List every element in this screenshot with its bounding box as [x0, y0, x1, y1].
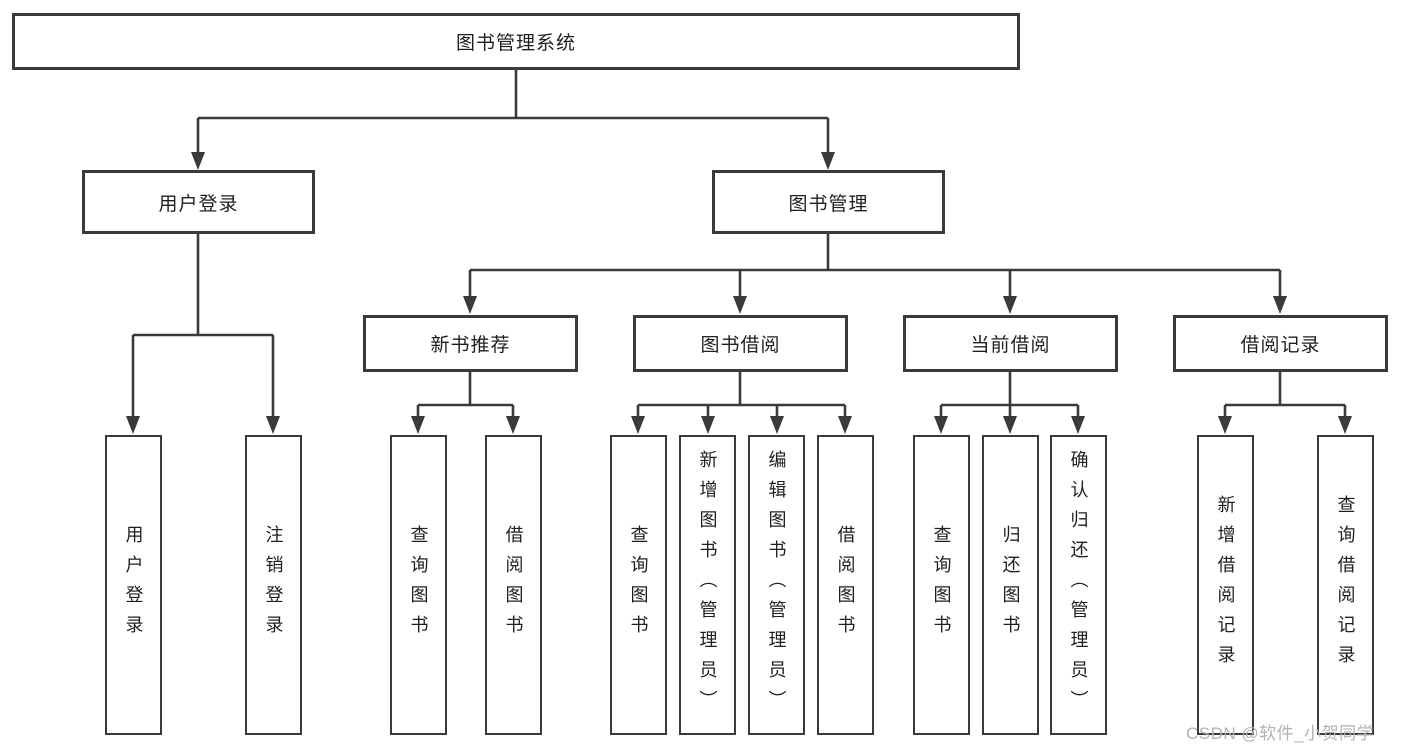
arrowhead — [266, 416, 280, 434]
connector-currentborrow-to-leaves — [939, 372, 1080, 417]
arrowhead — [463, 296, 477, 314]
arrowhead — [126, 416, 140, 434]
leaf-add-borrow-record: 新增借阅记录 — [1197, 435, 1254, 735]
connector-bookborrow-to-leaves — [636, 372, 847, 417]
node-label: 查询借阅记录 — [1335, 495, 1356, 675]
arrowhead — [411, 416, 425, 434]
leaf-user-login: 用户登录 — [105, 435, 162, 735]
arrowhead — [701, 416, 715, 434]
csdn-watermark: CSDN @软件_小贺同学 — [1186, 724, 1375, 743]
leaf-borrow-books-2: 借阅图书 — [817, 435, 874, 735]
node-label: 查询图书 — [931, 525, 952, 645]
node-label: 新书推荐 — [430, 335, 511, 356]
connector-userlogin-to-leaves — [131, 234, 275, 417]
leaf-confirm-return-admin: 确认归还（管理员） — [1050, 435, 1107, 735]
leaf-edit-books-admin: 编辑图书（管理员） — [748, 435, 805, 735]
node-label: 当前借阅 — [970, 335, 1051, 356]
node-label: 借阅记录 — [1240, 335, 1321, 356]
arrowhead — [1218, 416, 1232, 434]
node-label: 查询图书 — [408, 525, 429, 645]
arrowhead — [506, 416, 520, 434]
arrowhead — [1003, 296, 1017, 314]
node-label: 图书管理系统 — [455, 33, 576, 54]
node-label: 新增图书（管理员） — [697, 450, 718, 720]
arrowhead — [733, 296, 747, 314]
node-book-management: 图书管理 — [712, 170, 945, 234]
node-label: 借阅图书 — [835, 525, 856, 645]
connector-newbook-to-leaves — [416, 372, 515, 417]
connector-bookmgmt-to-level3 — [468, 234, 1282, 297]
connector-root-to-level2 — [196, 70, 830, 153]
node-current-borrow: 当前借阅 — [903, 315, 1118, 372]
node-book-borrow: 图书借阅 — [633, 315, 848, 372]
node-label: 图书借阅 — [700, 335, 781, 356]
leaf-query-borrow-record: 查询借阅记录 — [1317, 435, 1374, 735]
node-label: 确认归还（管理员） — [1068, 450, 1089, 720]
arrowhead — [821, 152, 835, 170]
node-new-book-recommend: 新书推荐 — [363, 315, 578, 372]
node-library-management-system: 图书管理系统 — [12, 13, 1020, 70]
leaf-logout: 注销登录 — [245, 435, 302, 735]
arrowhead — [1003, 416, 1017, 434]
arrowhead — [770, 416, 784, 434]
arrowhead — [631, 416, 645, 434]
node-label: 查询图书 — [628, 525, 649, 645]
arrowhead — [934, 416, 948, 434]
node-label: 借阅图书 — [503, 525, 524, 645]
leaf-query-books-2: 查询图书 — [610, 435, 667, 735]
arrowhead — [191, 152, 205, 170]
arrowhead — [1338, 416, 1352, 434]
leaf-return-books: 归还图书 — [982, 435, 1039, 735]
node-label: 新增借阅记录 — [1215, 495, 1236, 675]
leaf-query-books-1: 查询图书 — [390, 435, 447, 735]
arrowhead — [1273, 296, 1287, 314]
node-borrow-records: 借阅记录 — [1173, 315, 1388, 372]
node-label: 用户登录 — [123, 525, 144, 645]
node-user-login: 用户登录 — [82, 170, 315, 234]
leaf-add-books-admin: 新增图书（管理员） — [679, 435, 736, 735]
arrowhead — [1071, 416, 1085, 434]
node-label: 编辑图书（管理员） — [766, 450, 787, 720]
node-label: 注销登录 — [263, 525, 284, 645]
node-label: 归还图书 — [1000, 525, 1021, 645]
leaf-borrow-books-1: 借阅图书 — [485, 435, 542, 735]
connector-records-to-leaves — [1223, 372, 1347, 417]
node-label: 图书管理 — [788, 193, 869, 215]
node-label: 用户登录 — [158, 193, 239, 215]
leaf-query-books-3: 查询图书 — [913, 435, 970, 735]
arrowhead — [838, 416, 852, 434]
